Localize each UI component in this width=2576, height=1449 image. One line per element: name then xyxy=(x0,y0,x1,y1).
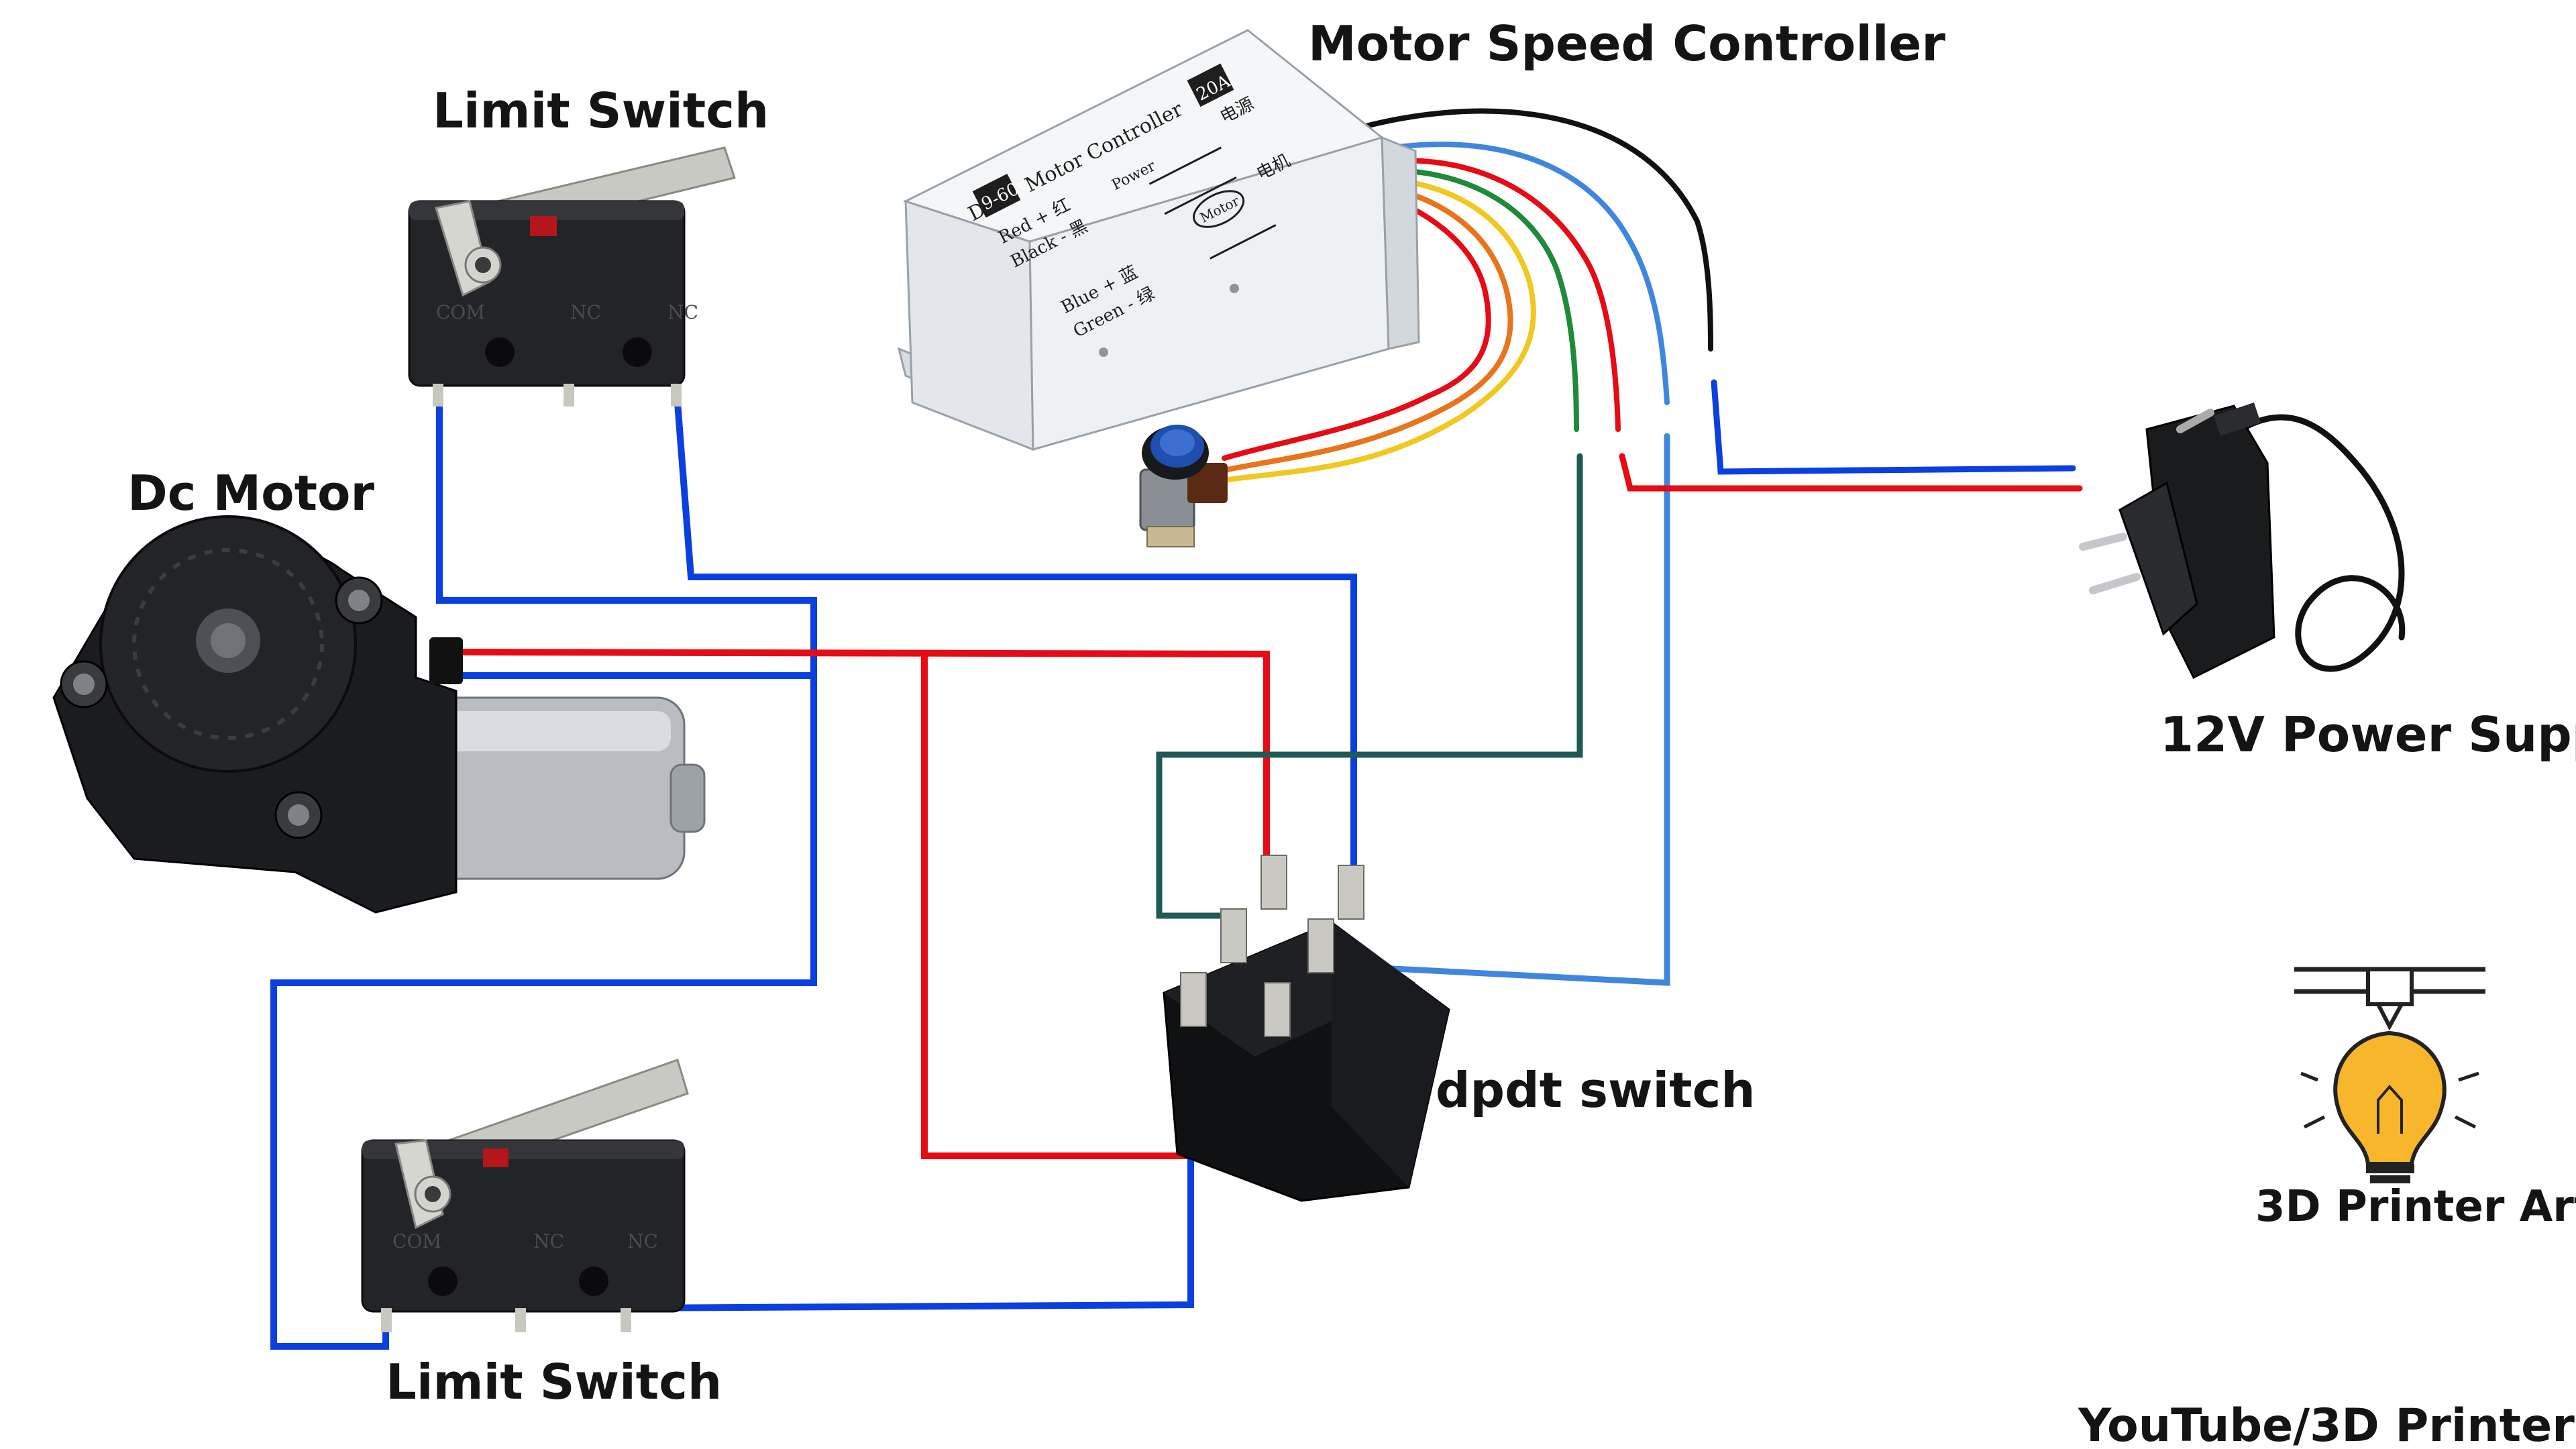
label-motor-speed-controller: Motor Speed Controller xyxy=(1308,15,1945,72)
label-brand: 3D Printer Art xyxy=(2255,1182,2576,1232)
wire-red-motor-to-dpdt xyxy=(453,649,1270,875)
wire-lightblue-controller-to-dpdt xyxy=(1338,433,1670,986)
power-cable xyxy=(2244,414,2406,672)
label-limit-switch-bottom: Limit Switch xyxy=(386,1354,722,1410)
limit-switch-bottom: COM NC NC xyxy=(361,1059,689,1332)
wire-teal-controller-to-dpdt xyxy=(1156,453,1583,919)
label-footer: YouTube/3D Printer Art xyxy=(2078,1399,2576,1449)
wire-red-power xyxy=(1619,453,2083,492)
limit-top-no: NC xyxy=(667,301,698,323)
wires xyxy=(270,108,2083,1350)
controller-flange-right xyxy=(1381,136,1420,350)
wire-green-bundle xyxy=(1366,167,1579,432)
limit-bottom-nc: NC xyxy=(533,1230,564,1252)
dpdt-switch xyxy=(1163,855,1450,1202)
label-limit-switch-top: Limit Switch xyxy=(433,83,769,139)
wire-orange-bundle xyxy=(1225,182,1513,472)
dc-motor xyxy=(52,515,706,914)
wire-blue-bundle xyxy=(1352,142,1670,405)
wire-red-pot xyxy=(1222,189,1491,461)
wire-blue-limit-loop xyxy=(270,399,817,1350)
power-supply xyxy=(2079,402,2406,680)
wire-blue-top-limit-to-dpdt xyxy=(674,399,1357,875)
limit-top-com: COM xyxy=(436,301,485,323)
motor-controller: DC 9-60v Motor Controller 20A Red + 红 Bl… xyxy=(897,29,1420,451)
label-12v-power-supply: 12V Power Supply xyxy=(2160,706,2576,763)
wire-yellow-bundle xyxy=(1225,175,1536,482)
limit-switch-top: COM NC NC xyxy=(408,146,736,407)
3d-printer-bulb-logo xyxy=(2294,967,2485,1183)
wire-red-bundle xyxy=(1359,158,1621,432)
label-dpdt-switch: dpdt switch xyxy=(1436,1062,1756,1118)
label-dc-motor: Dc Motor xyxy=(127,465,375,521)
limit-bottom-no: NC xyxy=(627,1230,658,1252)
limit-top-nc: NC xyxy=(570,301,601,323)
potentiometer xyxy=(1139,425,1228,547)
wire-black-bundle xyxy=(1346,108,1713,352)
wire-blue-power xyxy=(1711,379,2076,475)
limit-bottom-com: COM xyxy=(392,1230,441,1252)
